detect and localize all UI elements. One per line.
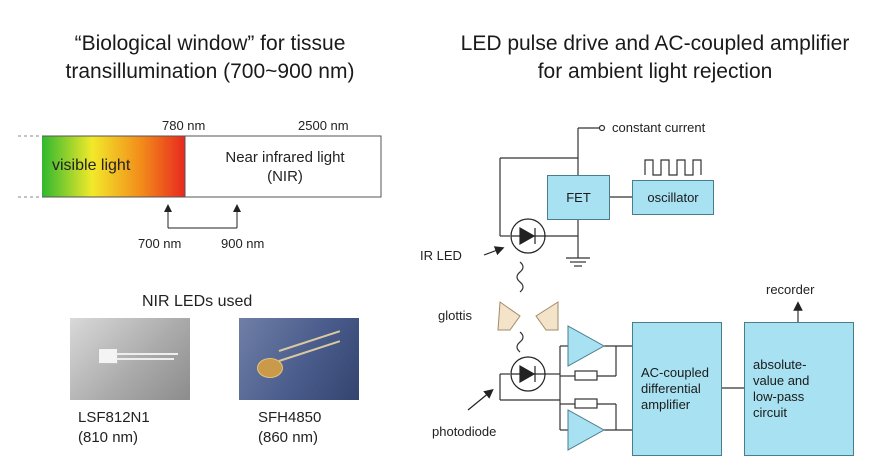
photodiode-label: photodiode: [432, 424, 497, 439]
nir-label: Near infrared light (NIR): [190, 148, 380, 186]
window-markers: [164, 204, 241, 229]
glottis-label: glottis: [438, 308, 472, 323]
nir-region: [184, 135, 382, 198]
visible-region: [42, 136, 185, 197]
abs-text: absolute- value and low-pass circuit: [753, 357, 809, 421]
leds-heading: NIR LEDs used: [142, 293, 253, 310]
photodiode-symbol: [510, 356, 546, 392]
marker-900-label: 900 nm: [221, 236, 265, 251]
amplifier-upper: [567, 325, 606, 367]
circuit-title: LED pulse drive and AC-coupled amplifier…: [420, 30, 890, 86]
abs-line-1: absolute-: [753, 357, 807, 372]
ac-amp-line-1: AC-coupled: [641, 365, 709, 380]
abs-line-4: circuit: [753, 405, 787, 420]
ac-amp-line-2: differential: [641, 381, 701, 396]
spectrum-bar: [18, 135, 382, 198]
title-line-1: LED pulse drive and AC-coupled amplifier: [460, 32, 850, 55]
ir-led-symbol: [510, 218, 546, 254]
ac-amp-line-3: amplifier: [641, 397, 691, 412]
visible-light-label: visible light: [52, 157, 131, 174]
amplifier-lower: [567, 409, 606, 451]
led2-wavelength: (860 nm): [258, 429, 319, 446]
abs-line-2: value and: [753, 373, 810, 388]
nir-label-line-2: (NIR): [267, 168, 303, 185]
amplifiers: [567, 325, 606, 451]
marker-700-label: 700 nm: [138, 236, 182, 251]
title-line-1: “Biological window” for tissue: [74, 32, 346, 55]
abs-line-3: low-pass: [753, 389, 805, 404]
fet-box: FET: [547, 175, 610, 220]
tick-2500-label: 2500 nm: [298, 118, 349, 133]
led-photo-lsf812n1: [70, 318, 190, 400]
led1-wavelength: (810 nm): [78, 429, 139, 446]
recorder-label: recorder: [766, 282, 815, 297]
title-line-2: transillumination (700~900 nm): [65, 60, 355, 83]
label-pointers: [467, 246, 505, 411]
constant-current-label: constant current: [612, 120, 706, 135]
circuit-wires: [499, 124, 803, 431]
led2-name: SFH4850: [258, 409, 322, 426]
title-line-2: for ambient light rejection: [537, 60, 773, 83]
nir-label-line-1: Near infrared light: [225, 149, 345, 166]
ir-led-label: IR LED: [420, 248, 462, 263]
ac-coupled-amplifier-box: AC-coupled differential amplifier: [632, 322, 722, 456]
led2-caption: SFH4850 (860 nm): [258, 408, 321, 448]
led1-caption: LSF812N1 (810 nm): [78, 408, 150, 448]
oscillator-box: oscillator: [632, 180, 714, 215]
led-photo-sfh4850: [239, 318, 359, 400]
ac-amp-text: AC-coupled differential amplifier: [641, 365, 709, 413]
tick-780-label: 780 nm: [162, 118, 206, 133]
absolute-value-lowpass-box: absolute- value and low-pass circuit: [744, 322, 854, 456]
biological-window-title: “Biological window” for tissue transillu…: [20, 30, 400, 86]
glottis-shape: [497, 301, 559, 331]
led1-name: LSF812N1: [78, 409, 150, 426]
